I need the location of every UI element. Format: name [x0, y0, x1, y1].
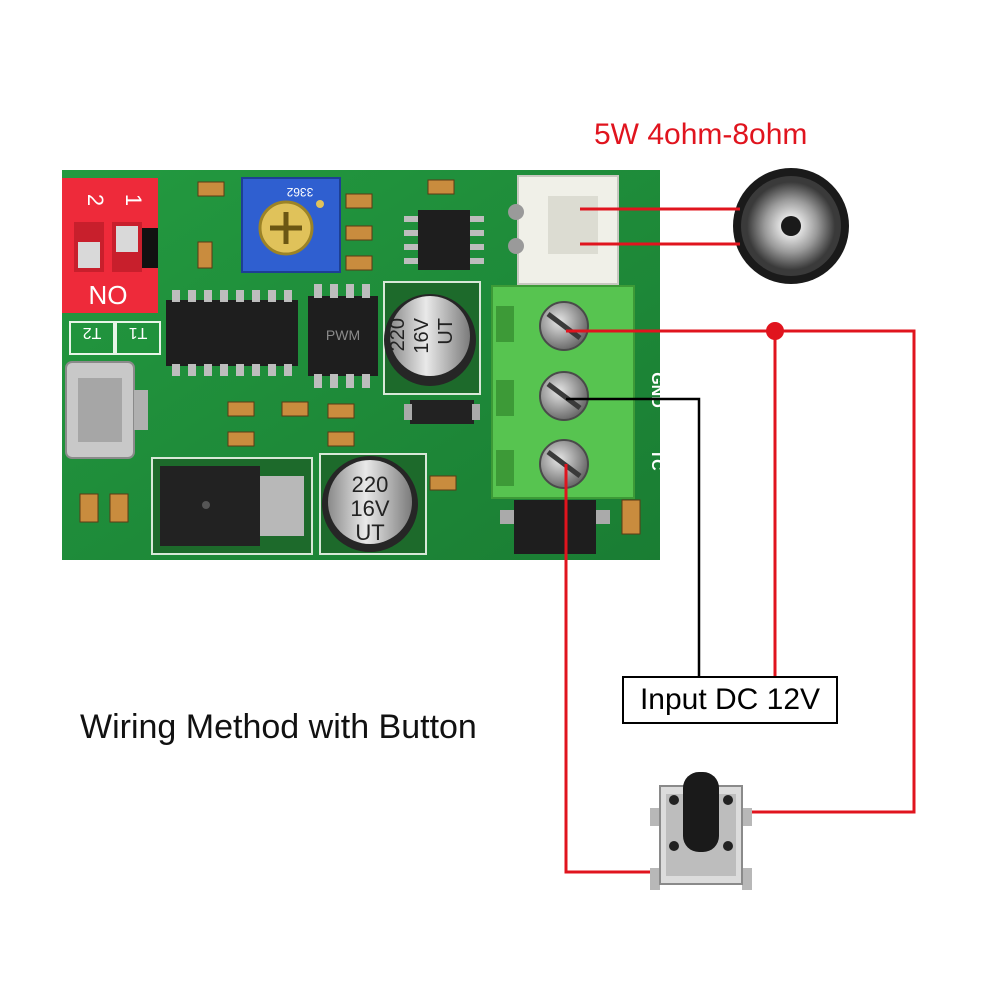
cap-bottom-value: 220 [352, 472, 389, 497]
jumper-t1: T1 [129, 324, 148, 341]
smd-diode [404, 400, 480, 424]
ic-chip-pwm: PWM [308, 284, 378, 388]
capacitor-top: 220 16V UT [383, 281, 481, 395]
positive-wires [564, 329, 916, 874]
potentiometer[interactable]: 3362 [241, 177, 341, 273]
smd-components [79, 179, 641, 535]
cap-top-voltage: 16V [411, 317, 433, 353]
pcb-board: 2 1 ON T2 T1 3362 [62, 170, 665, 560]
diagram-caption: Wiring Method with Button [80, 708, 477, 746]
chip-marking: PWM [326, 327, 360, 343]
dip-switch[interactable]: 2 1 ON [62, 178, 158, 313]
push-button[interactable] [650, 772, 752, 890]
capacitor-bottom: 220 16V UT [319, 453, 427, 555]
cap-bottom-brand: UT [355, 520, 384, 545]
jumper-t2: T2 [83, 324, 102, 341]
bridge-rectifier [500, 500, 610, 554]
dip-number-2: 2 [83, 194, 108, 206]
potentiometer-code: 3362 [286, 185, 313, 199]
speaker-wires [580, 207, 740, 246]
positive-to-button-wire [566, 329, 916, 814]
speaker-connector[interactable] [508, 175, 619, 285]
jumper-labels: T2 T1 [69, 321, 161, 355]
gnd-to-power-wire [566, 397, 701, 678]
cap-bottom-voltage: 16V [350, 496, 389, 521]
speaker-rating-label: 5W 4ohm-8ohm [594, 118, 808, 151]
button-plunger[interactable] [683, 772, 719, 852]
terminal-tc-label: TC [648, 449, 665, 471]
ground-wire [566, 397, 701, 678]
cap-top-brand: UT [435, 318, 457, 345]
tc-to-button-wire [564, 464, 660, 874]
terminal-block[interactable]: GND TC [491, 285, 665, 499]
power-input-label: Input DC 12V [622, 676, 838, 724]
usb-port[interactable] [65, 361, 148, 459]
speaker [733, 168, 849, 284]
ic-chip-large [166, 290, 298, 376]
junction-dot [766, 322, 784, 340]
voltage-regulator [151, 457, 313, 555]
dip-on-label: ON [89, 280, 128, 310]
ic-chip-small [404, 210, 484, 270]
cap-top-value: 220 [387, 318, 409, 351]
dip-number-1: 1 [121, 194, 146, 206]
terminal-gnd-label: GND [648, 372, 665, 408]
